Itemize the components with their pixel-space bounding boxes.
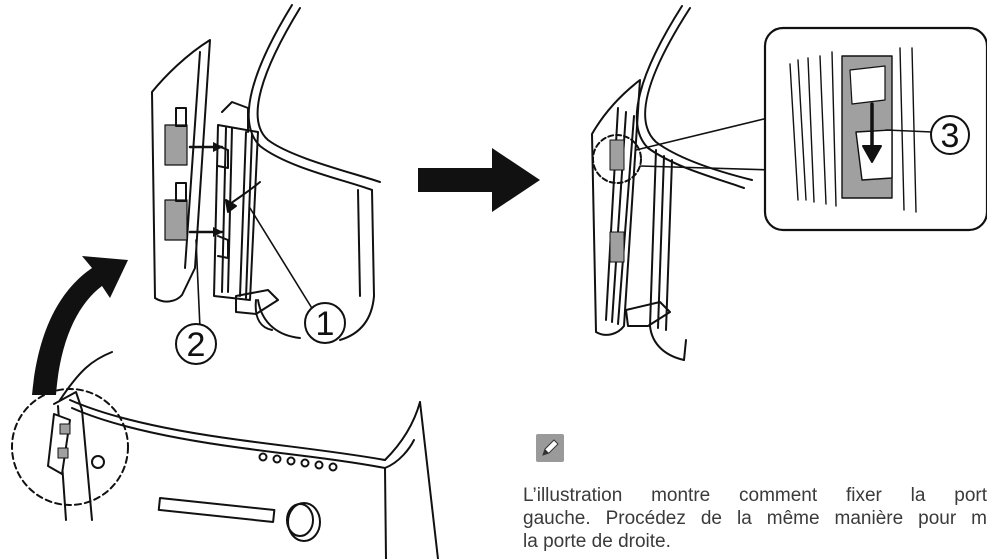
callout-3-label: 3 <box>941 117 960 155</box>
right-step-illustration <box>591 5 987 361</box>
next-step-arrow <box>418 148 540 212</box>
note-line-3: la porte de droite. <box>523 531 671 552</box>
callout-2-label: 2 <box>187 326 206 364</box>
note-text: L’illustration montre comment fixer la p… <box>523 484 987 553</box>
unit-overview-illustration <box>11 351 439 559</box>
callout-1-label: 1 <box>316 305 335 343</box>
note-line-2: gauche. Procédez de la même manière pour… <box>523 508 987 529</box>
note-line-1: L’illustration montre comment fixer la p… <box>523 485 987 506</box>
pencil-note-icon <box>536 434 564 462</box>
attach-direction-arrow <box>32 256 128 395</box>
left-step-illustration <box>151 4 381 365</box>
